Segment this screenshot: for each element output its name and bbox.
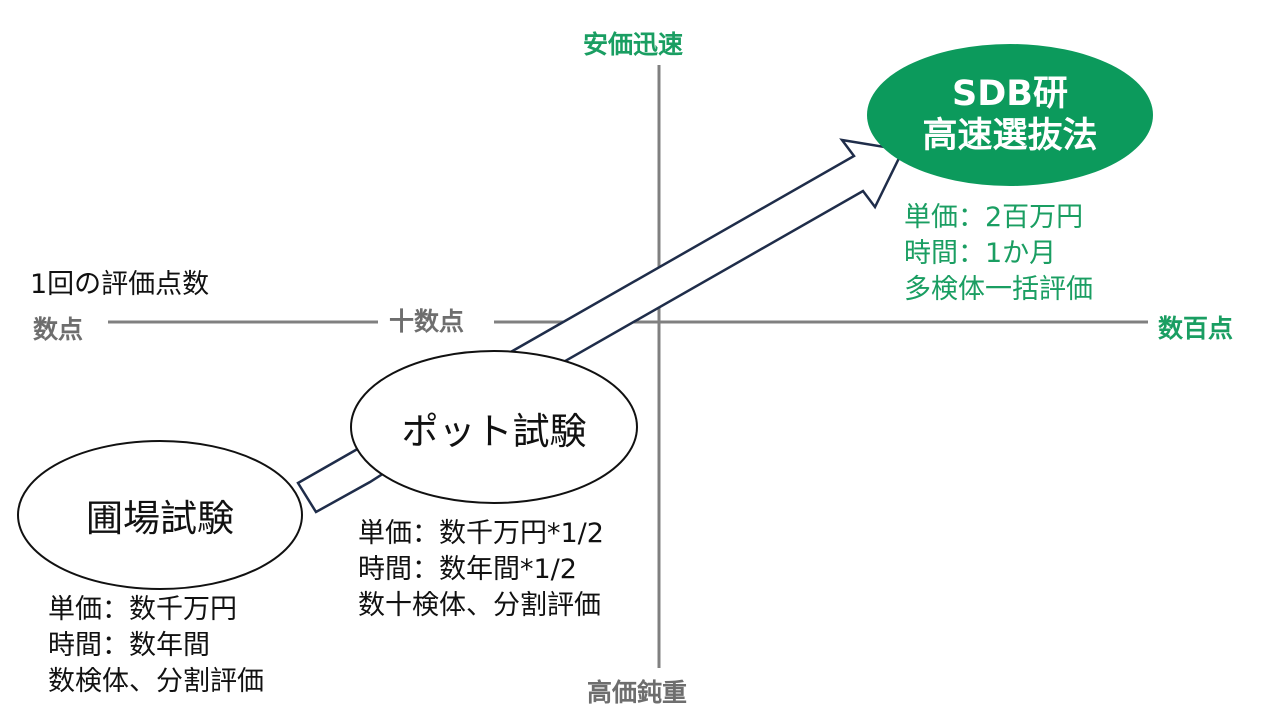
sdb-method-ellipse bbox=[867, 44, 1153, 186]
field-test-detail-time: 時間：数年間 bbox=[48, 630, 210, 661]
field-test-label: 圃場試験 bbox=[86, 497, 234, 540]
field-test-detail-cost: 単価：数千万円 bbox=[48, 594, 237, 625]
sdb-detail-cost: 単価：2百万円 bbox=[904, 202, 1084, 233]
sdb-detail-time: 時間：1か月 bbox=[904, 238, 1057, 269]
sdb-label-line1: SDB研 bbox=[952, 74, 1068, 114]
axis-title: 1回の評価点数 bbox=[30, 269, 210, 300]
pot-test-label: ポット試験 bbox=[401, 410, 587, 453]
pot-test-detail-time: 時間：数年間*1/2 bbox=[358, 554, 577, 585]
axis-middle-label: 十数点 bbox=[389, 307, 465, 336]
pot-test-detail-cost: 単価：数千万円*1/2 bbox=[358, 518, 604, 549]
axis-top-label: 安価迅速 bbox=[583, 30, 684, 59]
axis-bottom-label: 高価鈍重 bbox=[587, 678, 688, 707]
field-test-ellipse bbox=[17, 440, 303, 590]
sdb-method-details: 単価：2百万円 時間：1か月 多検体一括評価 bbox=[904, 200, 1093, 308]
sdb-detail-samples: 多検体一括評価 bbox=[904, 274, 1093, 305]
field-test-details: 単価：数千万円 時間：数年間 数検体、分割評価 bbox=[48, 592, 264, 700]
pot-test-details: 単価：数千万円*1/2 時間：数年間*1/2 数十検体、分割評価 bbox=[358, 516, 604, 624]
sdb-method-label: SDB研 高速選抜法 bbox=[867, 52, 1153, 178]
pot-test-ellipse bbox=[350, 350, 638, 504]
pot-test-detail-samples: 数十検体、分割評価 bbox=[358, 590, 601, 621]
sdb-label-line2: 高速選抜法 bbox=[922, 116, 1098, 156]
field-test-detail-samples: 数検体、分割評価 bbox=[48, 666, 264, 697]
axis-right-label: 数百点 bbox=[1158, 314, 1234, 343]
axis-left-label: 数点 bbox=[33, 315, 84, 344]
